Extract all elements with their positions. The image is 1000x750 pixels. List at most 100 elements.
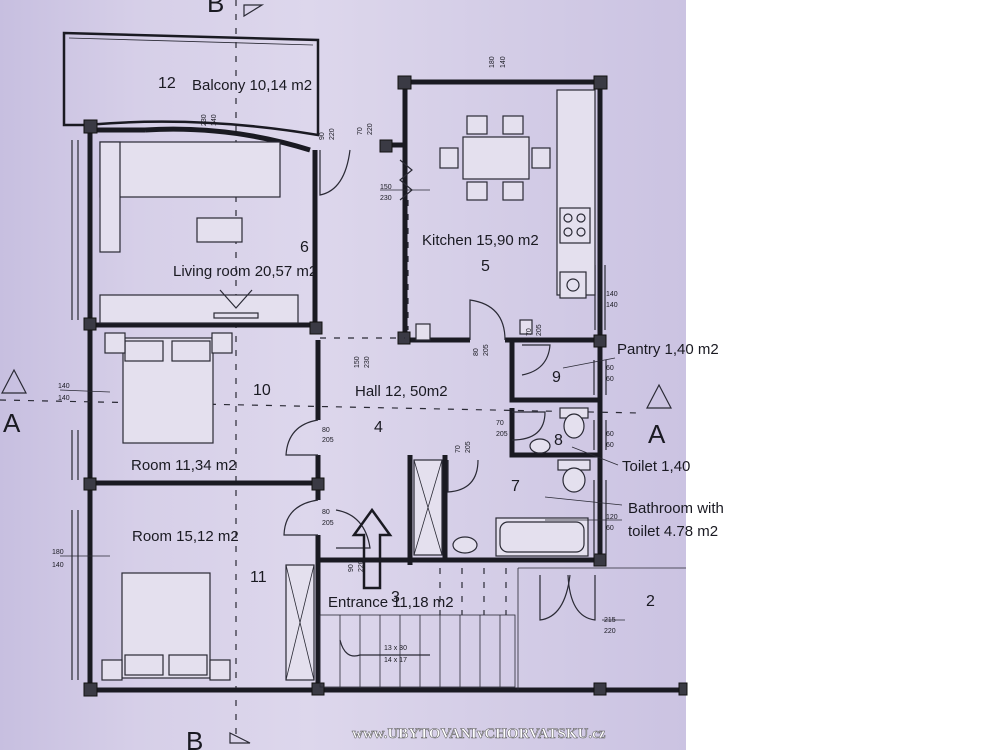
column [397, 75, 412, 90]
svg-text:80: 80 [322, 509, 330, 516]
column [309, 321, 323, 335]
svg-text:230: 230 [364, 356, 371, 368]
svg-text:70: 70 [357, 127, 364, 135]
svg-text:140: 140 [58, 383, 70, 390]
dim-pantry-window: 60 60 [606, 365, 614, 383]
dim-hall-opening: 150 230 [354, 356, 371, 368]
dim-bath-window: 120 60 [606, 514, 618, 532]
svg-text:60: 60 [606, 431, 614, 438]
svg-text:60: 60 [606, 525, 614, 532]
living-window-wall [144, 126, 311, 153]
chair [466, 115, 488, 135]
svg-text:220: 220 [358, 560, 365, 572]
svg-text:140: 140 [211, 114, 218, 126]
section-b-top-label: B [207, 0, 224, 18]
column [83, 477, 97, 491]
room-label-living: Living room 20,57 m2 [173, 263, 317, 280]
room-label-bathroom-2: toilet 4.78 m2 [628, 523, 718, 540]
section-b-bottom-label: B [186, 726, 203, 750]
svg-text:70: 70 [496, 420, 504, 427]
dim-room2-door: 80 205 [322, 509, 334, 527]
sofa-side [99, 141, 121, 253]
svg-text:140: 140 [500, 56, 507, 68]
balcony-rail [68, 37, 314, 46]
room-number-toilet: 8 [554, 432, 563, 449]
svg-text:150: 150 [380, 184, 392, 191]
wall-toilet [509, 408, 600, 458]
svg-text:140: 140 [606, 291, 618, 298]
nightstand [211, 332, 233, 354]
toilet-window [593, 420, 607, 450]
pantry-stop [519, 319, 533, 335]
sink [559, 271, 587, 299]
dim-balcony-door1: 90 220 [319, 128, 336, 140]
stove [559, 207, 591, 244]
garage-door-left [539, 574, 571, 621]
balcony-door [319, 149, 351, 196]
nightstand [209, 659, 231, 681]
nightstand [104, 332, 126, 354]
column [83, 119, 98, 134]
stair-steps [339, 615, 501, 687]
tv-cabinet [99, 294, 299, 324]
svg-text:180: 180 [489, 56, 496, 68]
kitchen-counter [556, 89, 596, 296]
dim-balcony-window: 230 140 [201, 114, 218, 126]
room-number-living: 6 [300, 239, 309, 256]
toilet-pointer [571, 446, 619, 466]
room-number-hall: 4 [374, 419, 383, 436]
tv-marker [219, 289, 253, 309]
column [379, 139, 393, 153]
chair [531, 147, 551, 169]
chair [502, 115, 524, 135]
room-number-outside: 2 [646, 593, 655, 610]
svg-text:180: 180 [52, 549, 64, 556]
staircase [319, 614, 516, 688]
dim-room1-door: 80 205 [322, 427, 334, 444]
room-label-hall: Hall 12, 50m2 [355, 383, 448, 400]
pillow [168, 654, 208, 676]
room-number-room1: 10 [253, 382, 271, 399]
bath-basin [452, 536, 478, 554]
room2-door [283, 499, 319, 536]
pantry-door [521, 344, 551, 376]
burner [563, 213, 573, 223]
pillow [171, 340, 211, 362]
folding-door [399, 159, 413, 201]
room1-door [285, 419, 319, 456]
hand-basin [529, 438, 551, 454]
room1-window-pointer [59, 389, 111, 393]
section-b-top-arrow [243, 4, 265, 18]
room-label-toilet: Toilet 1,40 [622, 458, 690, 475]
svg-text:140: 140 [52, 562, 64, 569]
toilet-bowl [563, 413, 585, 439]
section-b-bottom-arrow [229, 732, 251, 744]
svg-text:140: 140 [606, 302, 618, 309]
svg-text:150: 150 [354, 356, 361, 368]
room-number-kitchen: 5 [481, 258, 490, 275]
svg-text:230: 230 [380, 195, 392, 202]
column [593, 75, 608, 90]
living-left-window [71, 140, 79, 320]
section-a-left-label: A [3, 408, 21, 438]
svg-text:90: 90 [348, 564, 355, 572]
chair [466, 181, 488, 201]
bath-toilet-bowl [562, 467, 586, 493]
svg-text:90: 90 [319, 132, 326, 140]
dim-toilet-window: 60 60 [606, 431, 614, 449]
section-a-right-label: A [648, 419, 666, 449]
dim-kitchen-door: 80 205 [473, 344, 490, 356]
dim-kitchen-side-window: 140 140 [606, 291, 618, 309]
dim-toilet-door: 70 205 [496, 420, 508, 438]
section-a-line [0, 399, 641, 414]
svg-text:220: 220 [329, 128, 336, 140]
stair-rail [339, 639, 430, 657]
toilet-door [511, 411, 546, 441]
garage-door-right [567, 574, 596, 621]
svg-text:220: 220 [604, 628, 616, 635]
svg-text:205: 205 [536, 324, 543, 336]
column [593, 334, 607, 348]
svg-text:70: 70 [455, 445, 462, 453]
section-a-left-arrow [1, 368, 27, 394]
